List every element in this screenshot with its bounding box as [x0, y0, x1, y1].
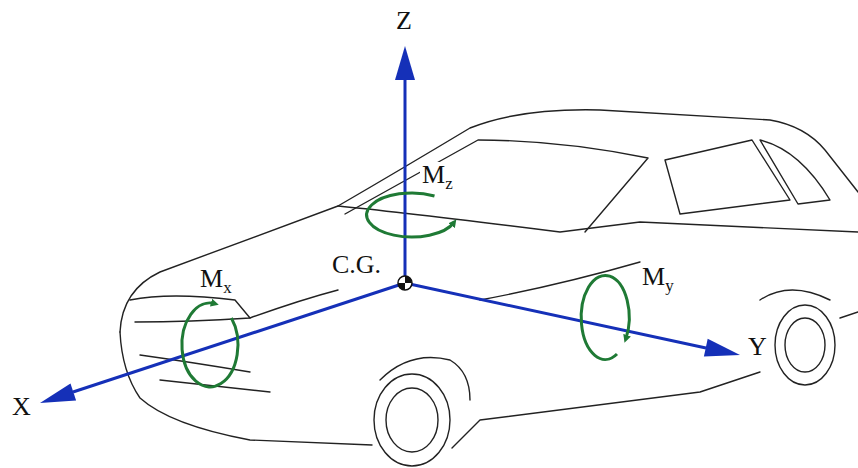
axis-label: X — [10, 394, 33, 420]
coordinate-axes — [40, 46, 740, 403]
z-axis — [404, 76, 407, 283]
z-arrowhead — [395, 46, 415, 80]
y-arrowhead — [704, 339, 740, 357]
moment-y-arrow — [581, 275, 629, 359]
axis-label: Z — [394, 8, 414, 34]
moment-label: Mz — [420, 162, 455, 188]
cg-label: C.G. — [330, 252, 383, 278]
moment-label: Mx — [198, 266, 234, 292]
x-axis — [73, 283, 405, 392]
car-outline — [120, 110, 858, 466]
moment-z-arrow — [367, 193, 454, 237]
moment-label: My — [640, 264, 676, 290]
axis-label: Y — [746, 334, 769, 360]
moment-arrows — [182, 193, 629, 387]
cg-symbol — [398, 276, 412, 290]
moment-x-arrow — [182, 303, 238, 387]
y-axis — [405, 283, 706, 348]
x-arrowhead — [40, 384, 76, 404]
